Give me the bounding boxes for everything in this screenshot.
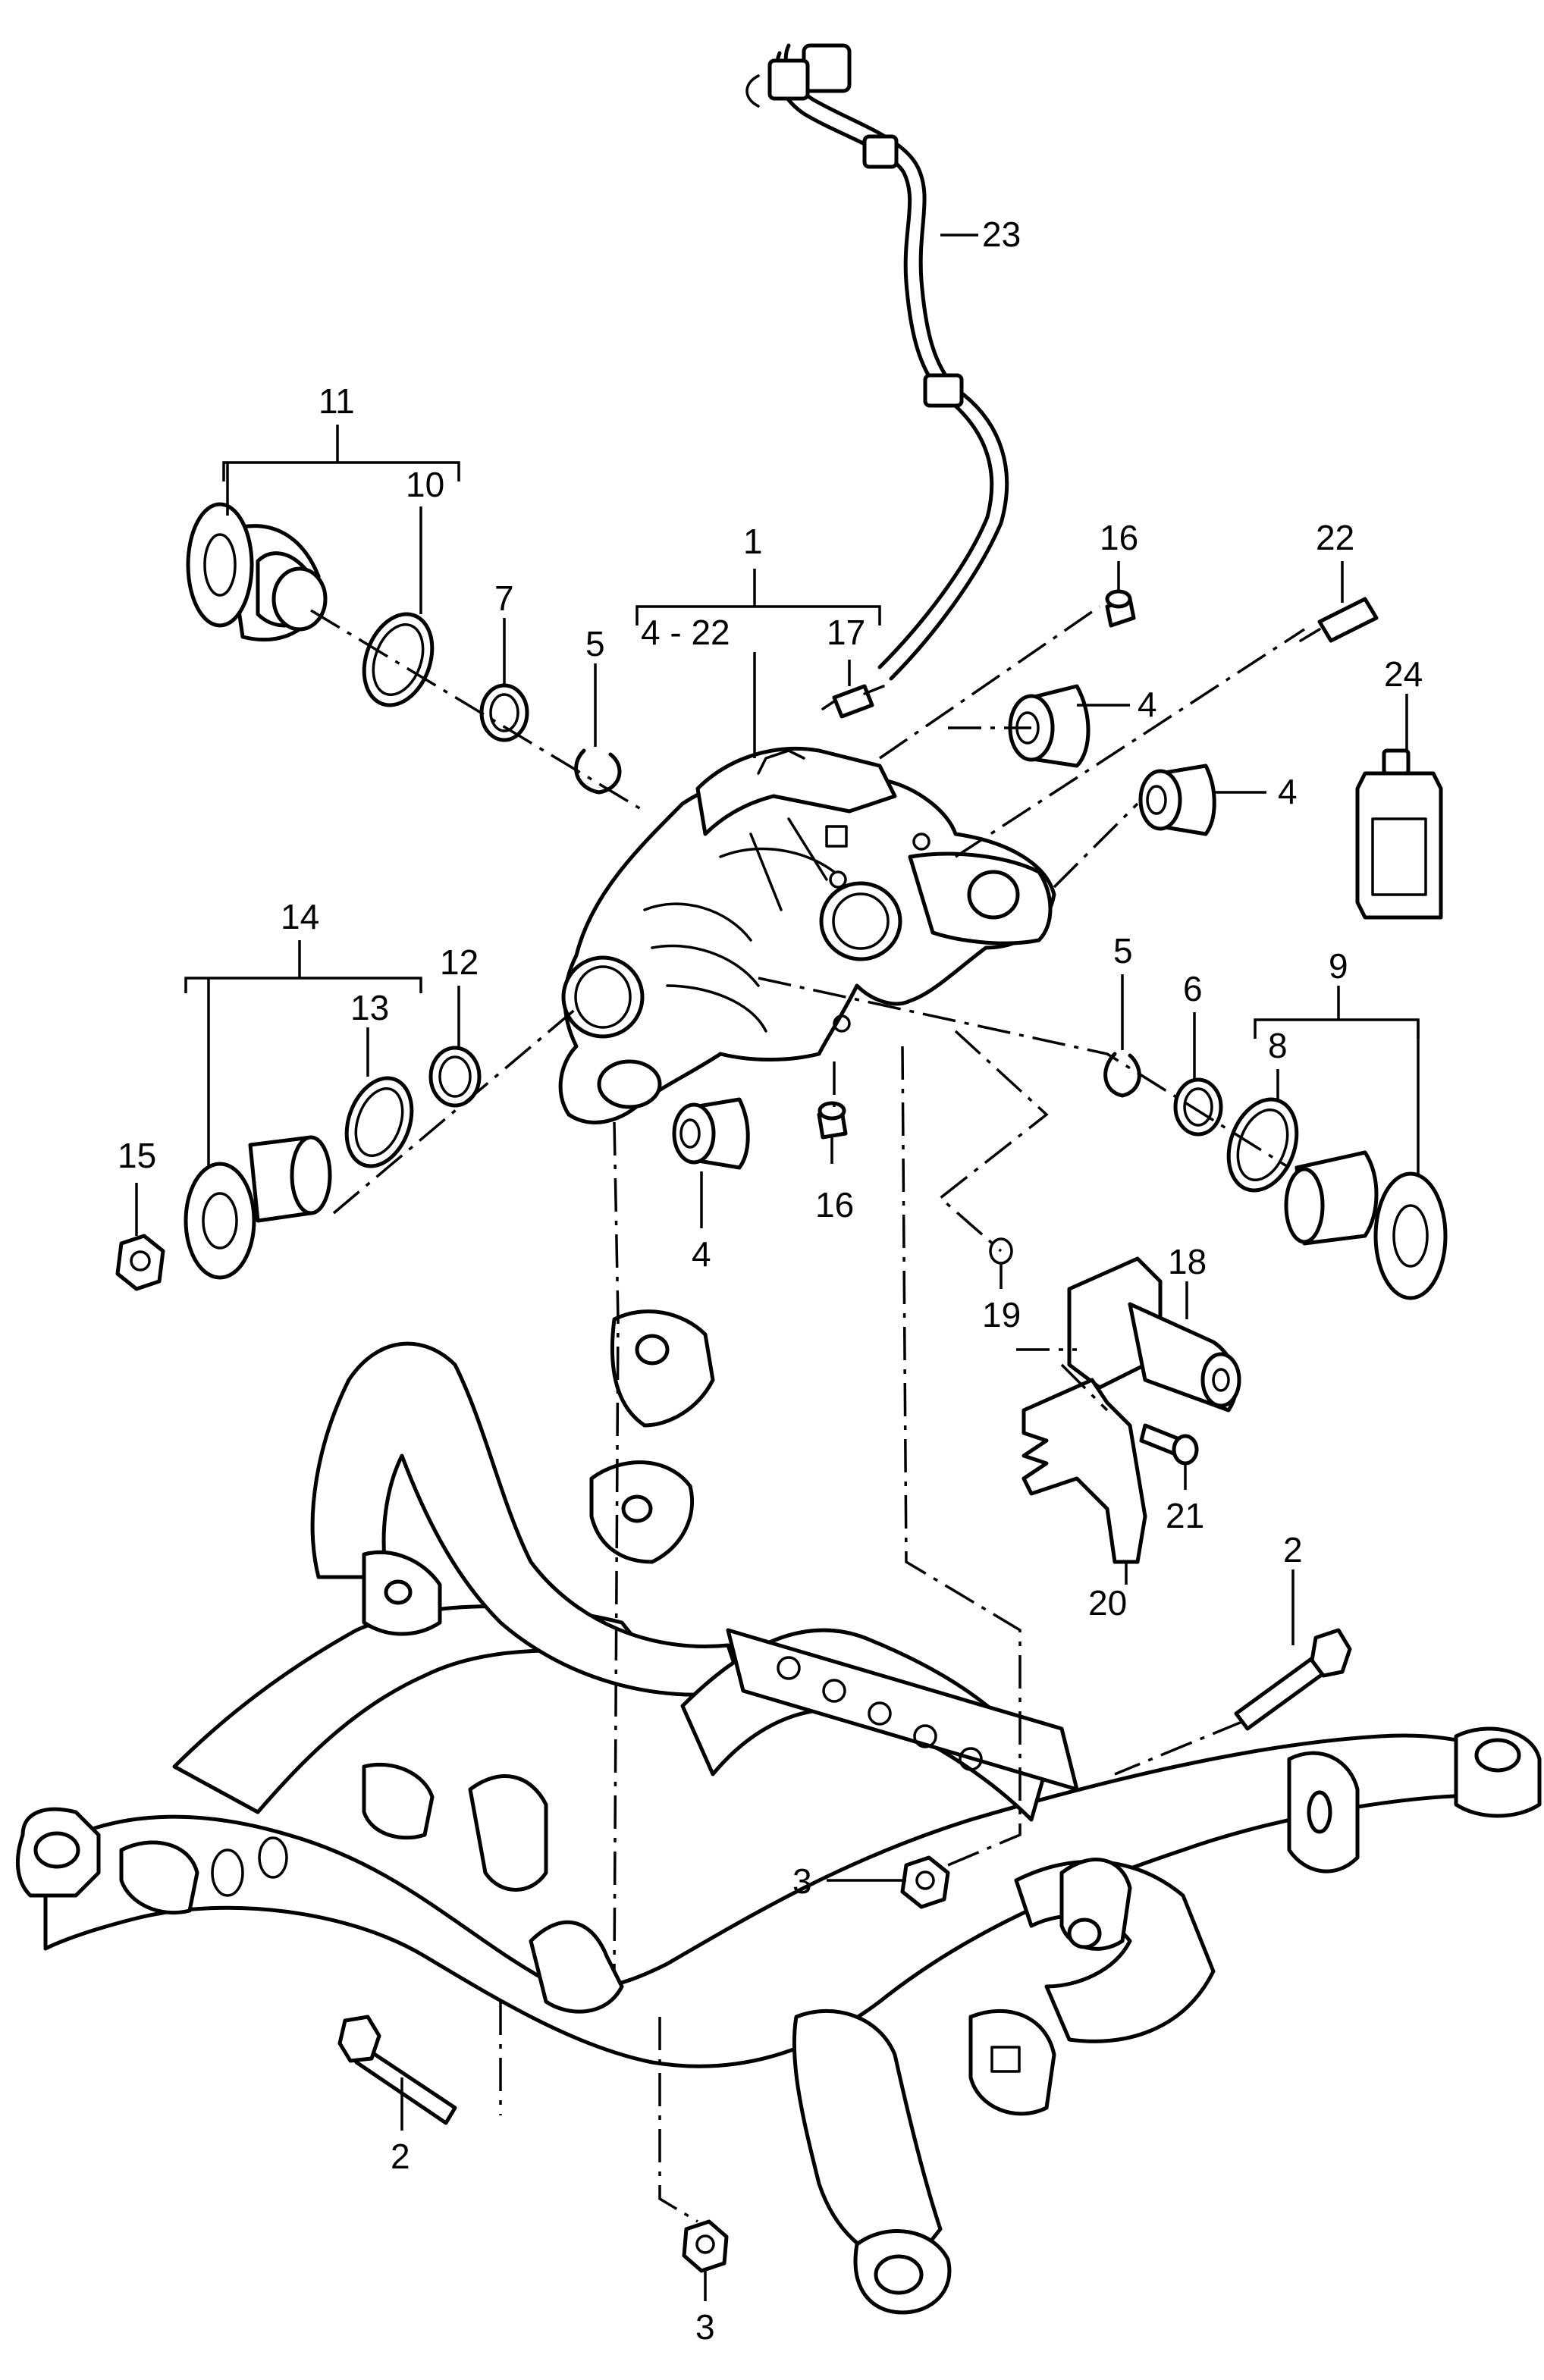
label-13: 13: [350, 988, 389, 1027]
bushing-4-lower: [672, 1097, 750, 1170]
label-12: 12: [440, 942, 479, 982]
label-11: 11: [319, 381, 355, 421]
output-flange-right: [1284, 1150, 1448, 1300]
assembly-center-lines: [310, 605, 1305, 2223]
bearing-7: [479, 683, 529, 742]
seal-ring-8: [1226, 1097, 1299, 1193]
label-15: 15: [118, 1136, 156, 1175]
label-23: 23: [982, 215, 1021, 254]
breather-valve-22: [1299, 597, 1379, 643]
label-22: 22: [1316, 518, 1354, 557]
sensor-17: [821, 684, 885, 719]
label-8: 8: [1268, 1026, 1288, 1065]
output-flange-left-lower: [184, 1135, 332, 1280]
label-17: 17: [827, 613, 865, 652]
label-3-center: 3: [792, 1861, 812, 1901]
label-16-lower: 16: [815, 1185, 854, 1224]
actuator-motor-18: [1067, 1256, 1241, 1413]
wiring-harness: [745, 43, 1009, 681]
oil-bottle-24: [1355, 748, 1443, 920]
label-14: 14: [281, 897, 319, 936]
bolt-2-left: [337, 2015, 457, 2125]
label-3-bottom: 3: [695, 2307, 715, 2347]
bushing-4-middle: [1138, 764, 1216, 836]
nut-3-center: [900, 1855, 950, 1909]
label-21: 21: [1166, 1496, 1204, 1535]
label-5-lower: 5: [1113, 931, 1133, 971]
label-5-upper: 5: [585, 624, 605, 663]
seal-ring-10: [362, 612, 435, 707]
label-10: 10: [406, 465, 444, 504]
label-4-lower: 4: [692, 1234, 711, 1274]
label-19: 19: [982, 1295, 1021, 1334]
bracket-20: [1021, 1378, 1147, 1564]
rear-subframe: [15, 1309, 1542, 2315]
seal-ring-13: [344, 1076, 414, 1168]
part-number-labels: 11 10 7 5 1 4 - 22 17 16 22 24 23 4 4 14…: [118, 215, 1423, 2347]
leader-lines: [135, 234, 1420, 2301]
label-2-left: 2: [391, 2137, 410, 2176]
label-18: 18: [1168, 1242, 1207, 1281]
label-9: 9: [1329, 946, 1348, 986]
rear-differential-housing: [558, 747, 1056, 1124]
label-4-middle: 4: [1278, 772, 1298, 811]
label-24: 24: [1384, 654, 1423, 694]
screw-21: [1139, 1423, 1199, 1466]
circlip-5-lower: [1103, 1052, 1141, 1098]
drain-plug-16-lower: [817, 1101, 848, 1140]
label-2-right: 2: [1283, 1530, 1303, 1569]
bearing-12: [428, 1046, 482, 1108]
bushing-4-upper: [1008, 684, 1091, 768]
bearing-6: [1173, 1077, 1223, 1137]
circlip-5-upper: [574, 748, 622, 795]
bolt-2-right: [1234, 1628, 1352, 1731]
drain-plug-16-upper: [1105, 589, 1136, 628]
label-7: 7: [494, 579, 514, 618]
label-6: 6: [1183, 969, 1203, 1008]
label-16-upper: 16: [1100, 518, 1138, 557]
nut-15: [115, 1234, 165, 1291]
label-20: 20: [1088, 1583, 1127, 1623]
output-flange-left-upper: [186, 502, 328, 642]
label-1: 1: [743, 522, 763, 561]
nut-3-bottom: [682, 2219, 729, 2273]
label-1-range: 4 - 22: [641, 613, 730, 652]
label-4-upper: 4: [1138, 685, 1157, 724]
